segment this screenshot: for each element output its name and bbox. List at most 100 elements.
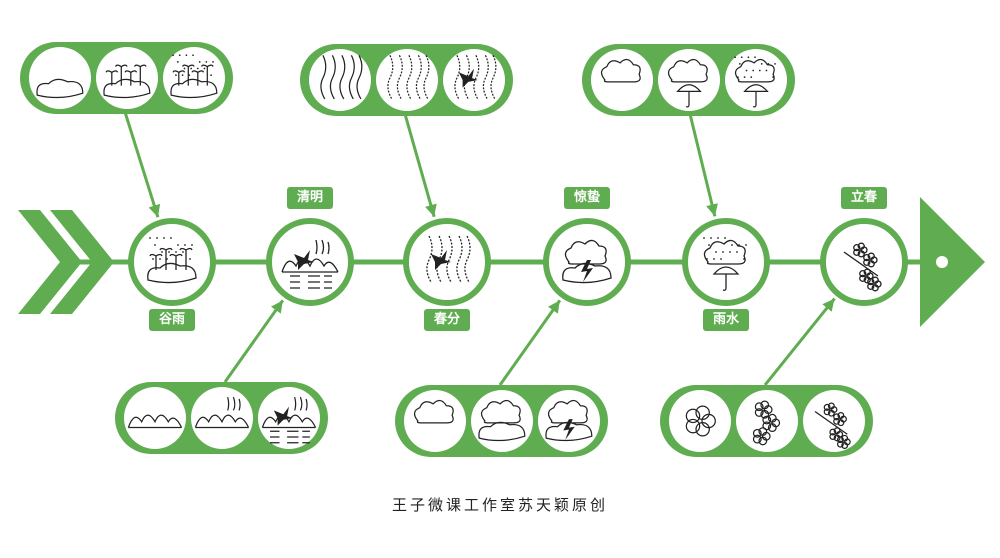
rain-drop	[708, 244, 710, 246]
flower-petal	[827, 402, 835, 410]
stage-panel	[660, 385, 873, 457]
flower-petal	[871, 276, 879, 284]
flower-petal	[836, 436, 844, 444]
hills-shape	[261, 414, 317, 429]
flower-petal	[767, 413, 777, 423]
term-label: 雨水	[703, 309, 749, 331]
connector-arrow	[498, 299, 562, 386]
sprout-stem	[191, 70, 205, 86]
rain-drop	[168, 251, 170, 253]
sprout-stem	[169, 253, 183, 270]
flower-petal	[695, 421, 710, 437]
rain-drop	[772, 76, 774, 79]
term-node	[820, 218, 908, 306]
rain-drop	[767, 62, 770, 65]
rain-drop	[706, 258, 708, 260]
rain-drop	[159, 258, 161, 260]
rain-drop	[177, 244, 179, 246]
bird-shape	[458, 68, 478, 88]
term-node	[543, 218, 631, 306]
stage-circle	[658, 49, 720, 111]
arrow-head-eye	[936, 256, 948, 268]
stage-illustration	[194, 396, 250, 429]
stage-illustration	[600, 58, 641, 83]
stage-circle	[376, 49, 438, 111]
flower-petal	[853, 243, 861, 252]
rain-drop	[720, 258, 722, 260]
hills-icon	[194, 414, 250, 429]
river-icon	[290, 275, 332, 289]
rain-drop	[717, 237, 719, 239]
stage-panel	[115, 382, 328, 454]
term-label: 春分	[424, 309, 470, 331]
rain-icon	[172, 54, 214, 77]
mound-icon	[103, 78, 151, 99]
stage-illustration	[103, 64, 151, 99]
willow-strand	[329, 55, 336, 100]
term-illustration	[562, 239, 612, 284]
rain-drop	[203, 67, 206, 70]
cloud-shape	[667, 58, 708, 83]
willow-strand	[315, 239, 330, 255]
stage-illustration	[752, 400, 781, 446]
stage-illustration	[734, 56, 776, 108]
willow-strand	[446, 235, 453, 283]
flower-petal	[833, 417, 841, 425]
flower-petal	[762, 415, 772, 425]
flower-petal	[867, 277, 875, 286]
rain-drop	[172, 54, 174, 57]
hills-icon	[261, 414, 317, 429]
rain-drop	[198, 60, 201, 63]
term-label: 谷雨	[149, 309, 195, 331]
willow-strand	[356, 55, 363, 100]
rain-drop	[205, 60, 208, 63]
rain-drop	[750, 76, 753, 79]
term-illustration	[703, 237, 747, 291]
mound-shape	[562, 262, 612, 284]
stage-illustration	[170, 54, 218, 99]
term-node	[266, 218, 354, 306]
willow-icon	[387, 55, 430, 100]
rain-drop	[156, 237, 158, 239]
hills-shape	[194, 414, 250, 429]
rain-drop	[743, 258, 745, 260]
chevron-icon	[50, 210, 114, 314]
willow-strand	[320, 55, 327, 100]
sprout-icon	[105, 64, 147, 86]
flower-petal	[863, 276, 871, 284]
rain-drop	[189, 258, 191, 260]
rain-icon	[703, 237, 747, 260]
rain-drop	[745, 244, 747, 246]
willow-bare-icon	[320, 55, 363, 100]
mound-icon	[562, 262, 612, 284]
cloud-shape	[547, 399, 588, 424]
cloud-icon	[413, 399, 454, 424]
willow-strand	[454, 55, 461, 100]
flower-petal	[841, 434, 849, 442]
rain-drop	[737, 76, 739, 79]
stage-circle	[725, 49, 787, 111]
rain-drop	[758, 69, 761, 72]
willow-small-icon	[315, 239, 330, 255]
flower-petal	[823, 408, 831, 416]
arrowhead-icon	[822, 298, 835, 312]
rain-drop	[175, 74, 177, 77]
flower-petal	[833, 434, 841, 442]
cloud-icon	[547, 399, 588, 424]
flower-petal	[752, 434, 762, 444]
lightning-bolt	[581, 260, 593, 282]
rain-drop	[729, 251, 731, 253]
term-label: 立春	[841, 187, 887, 209]
flower-petal	[752, 428, 762, 438]
flower-petal	[754, 402, 764, 412]
mound-shape	[545, 421, 593, 442]
rain-drop	[760, 62, 763, 65]
hills-shape	[281, 258, 339, 273]
flower-branch-icon	[814, 402, 851, 449]
stage-circle	[736, 390, 798, 452]
stage-illustration	[387, 55, 430, 100]
term-illustration	[426, 235, 471, 283]
stage-illustration	[685, 405, 716, 437]
umbrella-shape	[712, 266, 740, 291]
